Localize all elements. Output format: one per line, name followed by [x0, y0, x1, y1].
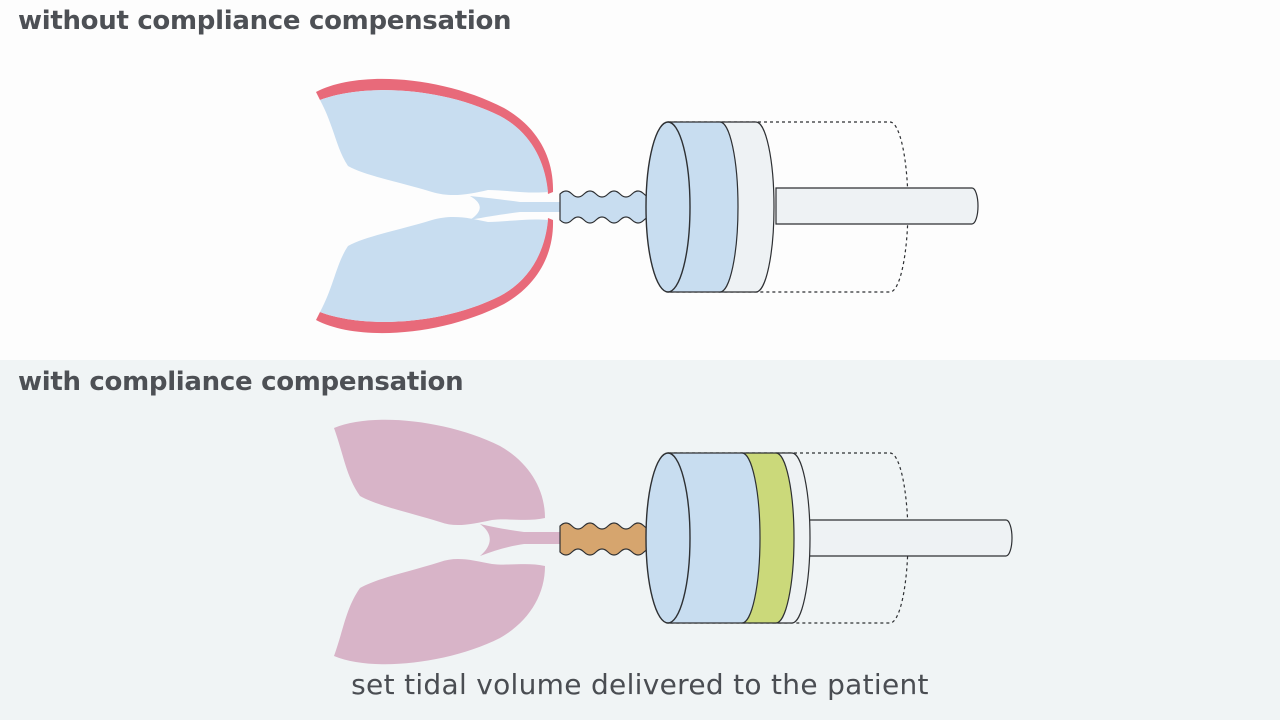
bottom-bronchi — [480, 524, 560, 556]
top-plunger-rod — [775, 187, 979, 225]
top-panel-title: without compliance compensation — [18, 6, 512, 36]
top-lungs — [316, 78, 560, 334]
top-panel — [0, 0, 1280, 360]
bottom-lungs — [334, 419, 560, 665]
top-ventilator-cylinder — [645, 121, 979, 293]
top-bronchi — [470, 196, 560, 220]
bottom-lower-lung — [334, 558, 545, 665]
top-lower-lung — [320, 216, 548, 322]
top-lower-lung-stretch-outline — [316, 218, 554, 334]
top-upper-lung — [320, 90, 548, 196]
top-cylinder-face — [645, 121, 691, 293]
bottom-gas-volume — [667, 452, 761, 624]
bottom-upper-lung — [334, 419, 545, 526]
bottom-ventilator-cylinder — [645, 452, 1013, 624]
bottom-panel-title: with compliance compensation — [18, 367, 464, 397]
bottom-cylinder-face — [645, 452, 691, 624]
caption: set tidal volume delivered to the patien… — [351, 668, 929, 701]
top-upper-lung-stretch-outline — [316, 78, 554, 194]
bottom-plunger-rod — [807, 519, 1013, 557]
